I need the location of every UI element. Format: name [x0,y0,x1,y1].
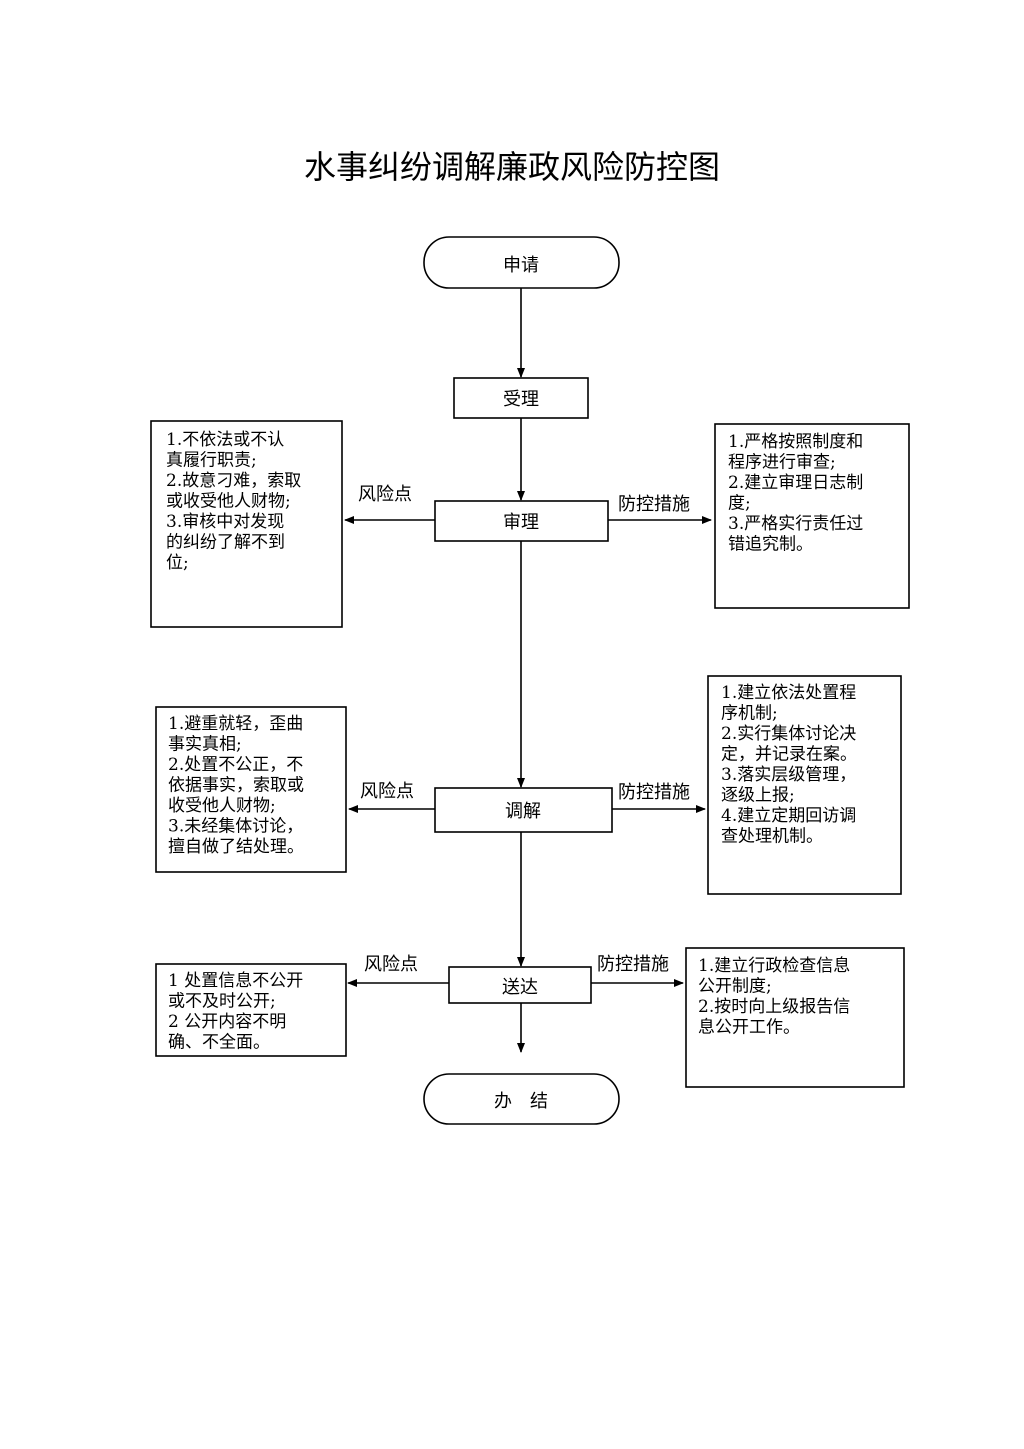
mediate-control-line: 2.实行集体讨论决 [721,724,856,744]
deliver-risk-line: 2 公开内容不明 [168,1012,286,1032]
deliver-risk-line: 确、不全面。 [168,1033,270,1053]
mediate-risk-line: 擅自做了结处理。 [168,837,304,857]
mediate-risk-line: 1.避重就轻，歪曲 [168,714,303,734]
mediate-control-line: 4.建立定期回访调 [721,806,856,826]
deliver-control-line: 息公开工作。 [698,1018,800,1038]
deliver-node: 送达 [448,966,592,1004]
deliver-control-line: 1.建立行政检查信息 [698,956,850,976]
end-node-label: 办 结 [494,1091,548,1112]
mediate-control-line: 3.落实层级管理， [721,765,856,785]
mediate-control-line: 1.建立依法处置程 [721,683,856,703]
mediate-control-line: 查处理机制。 [721,827,823,847]
deliver-control-line: 公开制度; [698,977,772,997]
deliver-risk-line: 或不及时公开; [168,992,276,1012]
page-title: 水事纠纷调解廉政风险防控图 [304,148,720,186]
start-node: 申请 [423,236,620,289]
mediate-control-box: 1.建立依法处置程序机制;2.实行集体讨论决定，并记录在案。3.落实层级管理，逐… [707,675,902,895]
review-control-line: 程序进行审查; [728,453,836,473]
mediate-node: 调解 [434,787,613,833]
review-risk-line: 或收受他人财物; [166,492,291,512]
mediate-control-line: 定，并记录在案。 [721,745,857,765]
review-control-line: 2.建立审理日志制 [728,473,863,493]
accept-node-label: 受理 [503,389,539,410]
review-control-label: 防控措施 [618,494,690,515]
review-control-line: 1.严格按照制度和 [728,432,863,452]
review-risk-line: 1.不依法或不认 [166,430,284,450]
review-risk-line: 位; [166,553,189,573]
deliver-node-label: 送达 [502,977,538,998]
deliver-control-line: 2.按时向上级报告信 [698,997,850,1017]
review-risk-line: 2.故意刁难，索取 [166,471,301,491]
review-risk-box: 1.不依法或不认真履行职责;2.故意刁难，索取或收受他人财物;3.审核中对发现的… [150,420,343,628]
mediate-risk-line: 收受他人财物; [168,796,276,816]
mediate-node-label: 调解 [505,801,541,822]
deliver-control-label: 防控措施 [597,954,669,975]
start-node-label: 申请 [503,255,539,276]
mediate-risk-line: 事实真相; [168,735,242,755]
mediate-risk-line: 3.未经集体讨论， [168,817,303,837]
mediate-control-line: 序机制; [721,704,778,724]
review-control-line: 度; [728,494,751,514]
review-control-line: 3.严格实行责任过 [728,514,863,534]
deliver-risk-line: 1 处置信息不公开 [168,971,303,991]
end-node: 办 结 [423,1073,620,1125]
review-control-box: 1.严格按照制度和程序进行审查;2.建立审理日志制度;3.严格实行责任过错追究制… [714,423,910,609]
review-control-line: 错追究制。 [728,535,813,555]
mediate-risk-box: 1.避重就轻，歪曲事实真相;2.处置不公正，不依据事实，索取或收受他人财物;3.… [155,706,347,873]
review-node: 审理 [434,500,609,542]
accept-node: 受理 [453,377,589,419]
mediate-control-line: 逐级上报; [721,786,795,806]
review-risk-line: 真履行职责; [166,451,257,471]
review-risk-line: 的纠纷了解不到 [166,533,285,553]
mediate-risk-line: 2.处置不公正，不 [168,755,303,775]
mediate-control-label: 防控措施 [618,782,690,803]
review-node-label: 审理 [503,512,539,533]
deliver-risk-label: 风险点 [364,954,418,975]
review-risk-label: 风险点 [358,484,412,505]
mediate-risk-line: 依据事实，索取或 [168,776,304,796]
mediate-risk-label: 风险点 [360,781,414,802]
review-risk-line: 3.审核中对发现 [166,512,284,532]
